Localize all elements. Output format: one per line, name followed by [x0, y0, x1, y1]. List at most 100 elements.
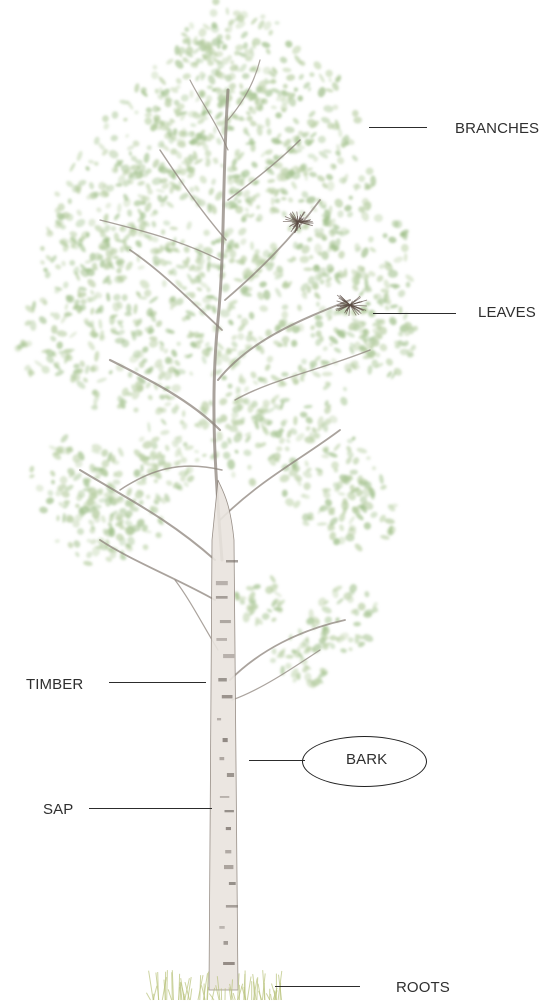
leaf-mark — [265, 117, 270, 127]
branch-stroke — [120, 466, 222, 490]
leaf-mark — [382, 279, 391, 290]
leaf-mark — [133, 304, 138, 315]
bark-mark — [216, 638, 227, 641]
leaf-mark — [90, 307, 95, 315]
leaf-mark — [284, 445, 291, 452]
bark-mark — [225, 850, 231, 853]
leaf-mark — [193, 185, 200, 193]
leaf-mark — [352, 456, 361, 465]
leaf-mark — [310, 325, 316, 331]
leaf-mark — [225, 34, 231, 41]
leaf-mark — [293, 87, 298, 92]
leaf-mark — [318, 73, 326, 84]
leaf-mark — [337, 210, 344, 218]
leaf-mark — [230, 340, 239, 349]
leaves-leader-line — [373, 313, 456, 314]
leaf-mark — [226, 177, 235, 186]
leaf-mark — [110, 166, 119, 175]
trunk-body — [209, 480, 238, 990]
leaf-mark — [51, 325, 57, 334]
leaf-mark — [86, 340, 96, 351]
leaf-mark — [107, 149, 119, 160]
leaf-mark — [384, 357, 394, 367]
leaf-mark — [278, 186, 289, 196]
leaf-mark — [316, 174, 326, 183]
leaf-mark — [100, 515, 107, 524]
leaf-mark — [116, 329, 125, 337]
leaf-mark — [290, 339, 299, 348]
leaf-mark — [265, 355, 274, 364]
leaf-mark — [102, 115, 110, 123]
leaf-mark — [29, 465, 35, 473]
leaf-mark — [281, 372, 288, 377]
leaf-mark — [299, 256, 309, 264]
leaf-mark — [117, 447, 125, 458]
leaf-mark — [59, 475, 68, 485]
leaf-mark — [329, 635, 336, 640]
leaf-mark — [339, 396, 349, 407]
leaf-mark — [238, 118, 246, 121]
leaf-mark — [198, 174, 208, 185]
leaf-mark — [284, 126, 295, 134]
leaf-mark — [145, 494, 151, 500]
leaf-mark — [269, 574, 277, 583]
leaf-mark — [84, 365, 90, 375]
leaf-mark — [151, 220, 157, 228]
leaf-mark — [145, 107, 152, 114]
leaf-mark — [325, 70, 333, 78]
grass-blade — [168, 989, 171, 1000]
leaf-mark — [108, 370, 113, 375]
leaf-mark — [68, 331, 78, 339]
leaf-mark — [255, 204, 261, 210]
bark-mark — [222, 695, 233, 698]
leaf-mark — [165, 57, 174, 65]
leaf-mark — [273, 591, 282, 599]
leaf-mark — [348, 647, 353, 652]
leaf-mark — [307, 110, 316, 119]
leaf-mark — [230, 60, 235, 65]
leaf-mark — [209, 23, 221, 34]
leaf-mark — [309, 332, 316, 339]
bark-mark — [226, 560, 238, 563]
leaf-mark — [250, 17, 258, 26]
leaf-mark — [212, 0, 221, 6]
leaf-mark — [171, 383, 182, 393]
leaf-mark — [340, 648, 348, 654]
leaf-mark — [328, 77, 332, 82]
leaf-mark — [190, 90, 194, 98]
leaf-mark — [164, 444, 170, 452]
leaf-mark — [236, 332, 246, 342]
leaf-mark — [72, 266, 81, 276]
leaf-mark — [363, 521, 372, 530]
leaf-mark — [267, 179, 275, 184]
leaf-mark — [175, 77, 182, 85]
leaf-mark — [204, 150, 211, 157]
grass-blade — [247, 977, 251, 1000]
leaf-mark — [388, 270, 398, 278]
leaf-mark — [290, 44, 302, 56]
leaf-mark — [153, 478, 159, 483]
leaf-mark — [67, 541, 75, 549]
leaf-mark — [169, 226, 178, 230]
leaf-mark — [227, 319, 234, 327]
leaf-mark — [271, 105, 278, 110]
leaf-mark — [237, 314, 242, 319]
leaf-mark — [239, 83, 244, 90]
leaf-mark — [274, 287, 283, 299]
leaf-mark — [318, 135, 326, 143]
leaf-mark — [152, 64, 159, 71]
leaf-mark — [95, 206, 102, 213]
leaf-mark — [54, 263, 62, 270]
leaf-mark — [353, 542, 363, 552]
leaf-mark — [346, 331, 356, 339]
leaf-mark — [303, 482, 311, 490]
leaf-mark — [316, 596, 327, 608]
leaf-mark — [328, 451, 339, 458]
leaf-mark — [227, 459, 236, 470]
leaf-mark — [164, 401, 172, 407]
leaves-label: LEAVES — [478, 305, 536, 320]
leaf-mark — [336, 597, 345, 605]
leaf-mark — [350, 470, 358, 475]
leaf-mark — [227, 166, 235, 172]
leaf-mark — [135, 367, 138, 371]
